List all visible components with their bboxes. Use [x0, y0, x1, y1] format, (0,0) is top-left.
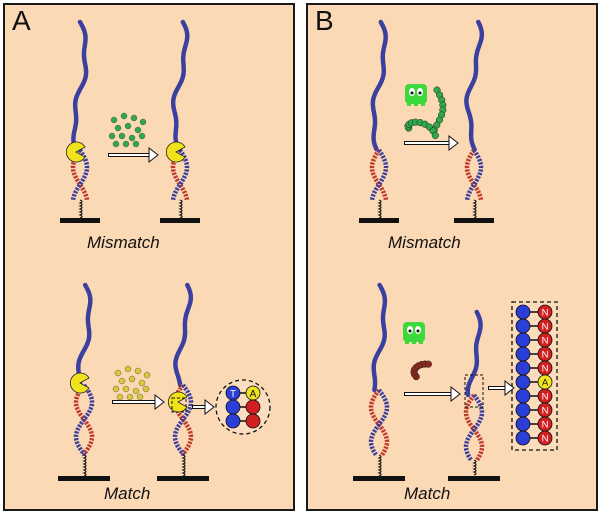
- nucleotide-label: A: [542, 378, 549, 389]
- enzyme-icon: [167, 391, 188, 413]
- panel-a: A Mismatch Match: [3, 3, 295, 511]
- dna-helix: [369, 148, 389, 201]
- dna-helix: [70, 148, 90, 201]
- nucleotide-label: N: [542, 308, 549, 319]
- dna-helix: [172, 383, 194, 457]
- nucleotide-label: N: [542, 406, 549, 417]
- nucleotide-label: N: [542, 392, 549, 403]
- surface-bar: [448, 476, 500, 481]
- nucleotide-bead: [537, 430, 553, 446]
- dna-strand: [173, 282, 194, 388]
- panel-label: B: [315, 5, 334, 36]
- probe-icon: [405, 84, 427, 106]
- nucleotide-bead: [515, 416, 531, 432]
- match-caption: Match: [104, 484, 151, 503]
- surface-bar: [160, 218, 200, 223]
- nucleotide-dots: [108, 112, 147, 148]
- nucleotide-bead: [515, 332, 531, 348]
- dna-helix: [368, 388, 390, 457]
- surface-anchor: [448, 459, 500, 481]
- enzyme-icon: [65, 141, 86, 163]
- surface-anchor: [359, 199, 399, 223]
- surface-anchor: [160, 199, 200, 223]
- nucleotide-bead: [515, 374, 531, 390]
- probe-strand: [410, 360, 432, 381]
- nucleotide-bead: [515, 360, 531, 376]
- surface-bar: [157, 476, 209, 481]
- surface-anchor: [454, 199, 494, 223]
- surface-anchor: [157, 454, 209, 481]
- nucleotide-label: N: [542, 364, 549, 375]
- dna-helix: [463, 393, 485, 462]
- nucleotide-label: N: [542, 350, 549, 361]
- dna-strand: [370, 19, 388, 153]
- nucleotide-bead: [515, 304, 531, 320]
- dna-strand: [464, 19, 485, 153]
- arrow-icon: [404, 385, 461, 403]
- panel-label: A: [12, 5, 31, 36]
- nucleotide-dots: [112, 365, 151, 401]
- surface-bar: [359, 218, 399, 223]
- mismatch-caption: Mismatch: [87, 233, 160, 252]
- enzyme-icon: [69, 372, 90, 394]
- probe-strand: [430, 86, 447, 134]
- probe-icon: [403, 322, 425, 344]
- dna-strand: [371, 282, 388, 393]
- surface-bar: [60, 218, 100, 223]
- mismatch-caption: Mismatch: [388, 233, 461, 252]
- nucleotide-label: N: [542, 420, 549, 431]
- base-label: T: [230, 389, 236, 400]
- nucleotide-label: N: [542, 322, 549, 333]
- nucleotide-bead: [515, 430, 531, 446]
- arrow-icon: [108, 146, 159, 164]
- dna-helix: [464, 148, 484, 201]
- surface-bar: [454, 218, 494, 223]
- surface-anchor: [353, 454, 405, 481]
- dna-strand: [71, 19, 89, 153]
- arrow-icon: [112, 393, 165, 411]
- nucleotide-bead: [515, 318, 531, 334]
- base-label: A: [250, 389, 257, 400]
- dna-helix: [73, 383, 95, 457]
- arrow-icon: [192, 398, 215, 416]
- dna-strand: [76, 282, 93, 388]
- enzyme-icon: [165, 141, 186, 163]
- surface-bar: [353, 476, 405, 481]
- arrow-icon: [404, 134, 459, 152]
- dna-helix: [170, 148, 190, 201]
- nucleotide-label: N: [542, 336, 549, 347]
- dna-strand: [170, 19, 190, 153]
- surface-anchor: [60, 199, 100, 223]
- nucleotide-bead: [515, 346, 531, 362]
- surface-anchor: [58, 454, 110, 481]
- nucleotide-bead: [515, 388, 531, 404]
- match-caption: Match: [404, 484, 451, 503]
- arrow-icon: [488, 379, 515, 397]
- probe-strand: [404, 118, 439, 140]
- surface-bar: [58, 476, 110, 481]
- dna-strand: [465, 309, 483, 398]
- nucleotide-bead: [515, 402, 531, 418]
- nucleotide-label: N: [542, 434, 549, 445]
